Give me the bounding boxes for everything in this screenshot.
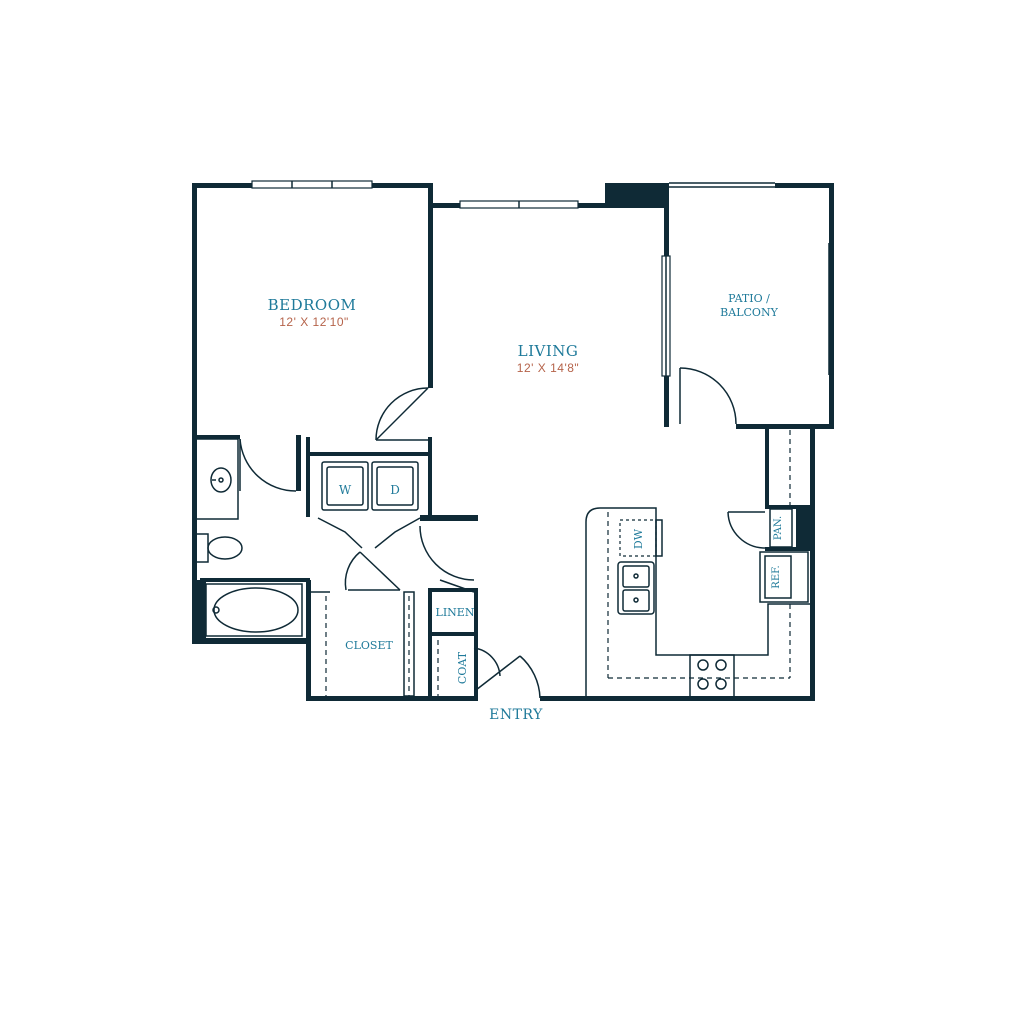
patio-right-wall xyxy=(829,183,834,428)
washer-label: W xyxy=(339,483,352,497)
dryer-label: D xyxy=(390,483,400,497)
linen-bottom-wall xyxy=(428,632,478,636)
refrigerator xyxy=(759,551,809,603)
linen-left-wall xyxy=(428,590,432,700)
laundry-right-wall xyxy=(428,437,432,517)
stove-range xyxy=(689,654,735,698)
patio-bottom-wall xyxy=(736,424,834,429)
coat-label: COAT xyxy=(456,651,469,684)
patio-top-wall xyxy=(775,183,833,188)
closet-shelves xyxy=(306,591,439,697)
bottom-wall-left xyxy=(306,696,478,701)
bottom-wall-right xyxy=(540,696,815,701)
pantry-label: PAN. xyxy=(773,516,784,540)
living-label: LIVING xyxy=(518,342,579,360)
linen-label: LINEN xyxy=(436,606,475,619)
laundry: W D xyxy=(321,461,419,511)
burner-icon xyxy=(715,659,727,671)
kitchen-column xyxy=(796,505,814,550)
windows xyxy=(251,180,834,377)
bedroom-living-wall xyxy=(428,183,433,388)
bath-door-jamb xyxy=(296,435,301,491)
closet-label: CLOSET xyxy=(345,639,393,652)
bath-fixtures xyxy=(195,438,303,637)
bedroom-window xyxy=(251,180,373,189)
bedroom-dimensions: 12' X 12'10" xyxy=(279,315,349,329)
toilet-icon xyxy=(207,536,243,560)
laundry-top-wall xyxy=(306,452,432,456)
patio-left-wall-upper xyxy=(664,183,669,258)
living-dimensions: 12' X 14'8" xyxy=(517,361,579,375)
bathtub xyxy=(205,583,303,637)
bedroom-label: BEDROOM xyxy=(268,296,357,314)
hall-stub-wall xyxy=(420,515,478,521)
pantry-top-wall xyxy=(765,505,810,509)
pantry-bottom-wall xyxy=(765,547,810,551)
laundry-left-wall xyxy=(306,437,310,517)
refrigerator-label: REF. xyxy=(771,565,782,588)
bath-top-wall xyxy=(192,435,240,439)
pantry-left-wall xyxy=(765,424,769,506)
burner-icon xyxy=(697,659,709,671)
bath-corner-block xyxy=(192,580,206,642)
closet-left-wall xyxy=(306,580,311,700)
sink-icon xyxy=(210,467,232,493)
vanity xyxy=(195,438,239,520)
bathtub-icon xyxy=(213,587,299,633)
entry-label: ENTRY xyxy=(489,707,543,723)
coat-right-wall xyxy=(474,588,478,700)
linen-top-wall xyxy=(428,588,478,592)
dryer xyxy=(371,461,419,511)
bedroom-left-wall xyxy=(192,183,197,643)
burner-icon xyxy=(715,678,727,690)
structural-column xyxy=(605,183,669,208)
dishwasher-label: DW xyxy=(632,528,645,549)
room-labels: BEDROOM 12' X 12'10" LIVING 12' X 14'8" … xyxy=(268,292,779,723)
bath-bottom-wall xyxy=(192,638,310,644)
kitchen-right-wall xyxy=(810,424,815,701)
pantry xyxy=(769,508,793,548)
patio-left-wall-lower xyxy=(664,375,669,427)
washer xyxy=(321,461,369,511)
burner-icon xyxy=(697,678,709,690)
kitchen-sink xyxy=(617,561,655,615)
doors xyxy=(239,367,766,699)
tub-top-wall xyxy=(200,578,310,582)
balcony-label: BALCONY xyxy=(720,306,778,319)
patio-label: PATIO / xyxy=(728,292,770,305)
toilet-tank xyxy=(195,533,209,563)
kitchen: DW PAN. REF. xyxy=(585,430,810,698)
